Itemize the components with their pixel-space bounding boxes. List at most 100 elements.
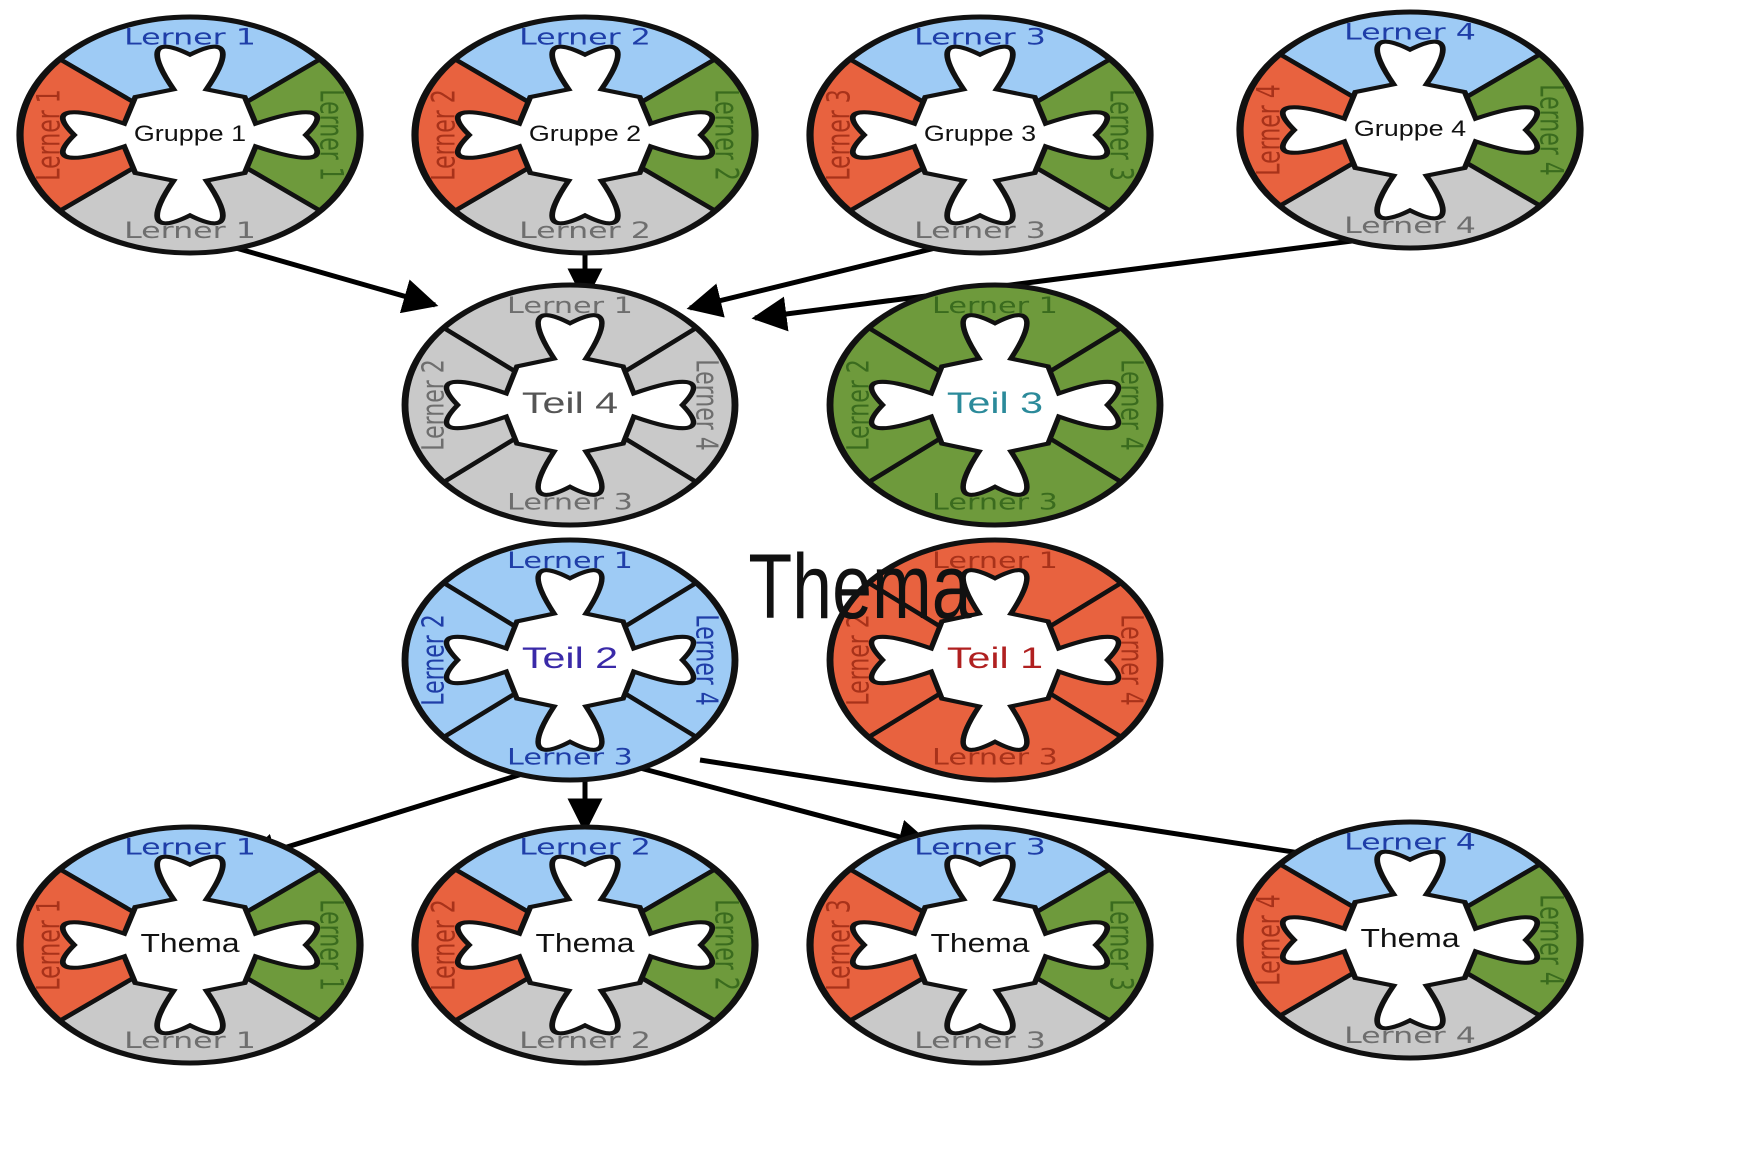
label-top: Lerner 2 [519,835,651,860]
label-right: Lerner 4 [1533,84,1569,176]
label-top: Lerner 1 [932,293,1058,319]
label-left: Lerner 4 [1251,84,1287,176]
center-label: Teil 2 [522,640,618,674]
center-label: Thema [1360,924,1460,953]
puzzle-center [868,313,1122,497]
part-circle-1: Lerner 1 Lerner 4 Lerner 3 Lerner 2 Teil 4 [401,282,739,528]
label-left: Lerner 4 [1251,894,1287,986]
circle-outline [826,282,1164,528]
puzzle-center [868,568,1122,752]
label-bottom: Lerner 4 [1344,1023,1476,1048]
label-bottom: Lerner 3 [914,1028,1046,1053]
puzzle-center [1279,39,1541,221]
label-top: Lerner 1 [932,548,1058,574]
label-top: Lerner 3 [914,25,1046,50]
expert-group-circle-1: Lerner 1 Lerner 1 Lerner 1 Lerner 1 Gruppe 1 [16,14,364,256]
label-top: Lerner 1 [124,835,256,860]
expert-group-circle-2: Lerner 2 Lerner 2 Lerner 2 Lerner 2 Gruppe 2 [411,14,759,256]
label-bottom: Lerner 4 [1344,213,1476,238]
label-right: Lerner 4 [1114,614,1149,706]
label-right: Lerner 4 [1533,894,1569,986]
label-right: Lerner 4 [689,359,724,451]
circle-outline [411,14,759,256]
circle-outline [1236,9,1584,251]
label-top: Lerner 2 [519,25,651,50]
home-group-circle-3: Lerner 3 Lerner 3 Lerner 3 Lerner 3 Thema [806,824,1154,1066]
label-left: Lerner 2 [416,359,451,451]
label-top: Lerner 1 [507,548,633,574]
arrow-teil2-thema3 [639,765,934,854]
circle-outline [411,824,759,1066]
label-right: Lerner 4 [689,614,724,706]
circle-outline [826,537,1164,783]
circle-outline [806,14,1154,256]
puzzle-center [59,44,321,226]
circles-layer: Lerner 1 Lerner 1 Lerner 1 Lerner 1 Gruppe 1… [16,9,1584,1066]
puzzle-center [454,854,716,1036]
expert-group-circle-4: Lerner 4 Lerner 4 Lerner 4 Lerner 4 Gruppe 4 [1236,9,1584,251]
center-label: Gruppe 1 [134,122,246,146]
arrow-gruppe1-teil4 [214,239,439,314]
center-label: Thema [140,929,240,958]
label-left: Lerner 1 [31,89,67,181]
label-left: Lerner 1 [31,899,67,991]
label-bottom: Lerner 2 [519,1028,651,1053]
label-bottom: Lerner 2 [519,218,651,243]
label-top: Lerner 1 [124,25,256,50]
label-bottom: Lerner 1 [124,1028,256,1053]
circle-outline [401,537,739,783]
label-top: Lerner 3 [914,835,1046,860]
puzzle-center [59,854,321,1036]
label-left: Lerner 2 [426,89,462,181]
label-bottom: Lerner 3 [507,490,633,516]
label-left: Lerner 3 [821,89,857,181]
part-circle-2: Lerner 1 Lerner 4 Lerner 3 Lerner 2 Teil 3 [826,282,1164,528]
arrow-gruppe4-teil4 [751,235,1376,332]
puzzle-center [443,568,697,752]
label-top: Lerner 4 [1344,20,1476,45]
circle-outline [401,282,739,528]
circle-outline [16,14,364,256]
circle-outline [806,824,1154,1066]
label-right: Lerner 1 [313,89,349,181]
thema-title: Thema [748,535,971,638]
puzzle-center [849,854,1111,1036]
label-bottom: Lerner 3 [507,745,633,771]
puzzle-center [849,44,1111,226]
arrow-teil2-thema1 [241,767,536,868]
home-group-circle-1: Lerner 1 Lerner 1 Lerner 1 Lerner 1 Thema [16,824,364,1066]
label-right: Lerner 2 [708,89,744,181]
center-label: Thema [930,929,1030,958]
label-left: Lerner 2 [426,899,462,991]
label-top: Lerner 4 [1344,830,1476,855]
label-left: Lerner 2 [841,359,876,451]
label-right: Lerner 3 [1103,899,1139,991]
puzzle-center [1279,849,1541,1031]
center-label: Gruppe 2 [529,122,641,146]
label-left: Lerner 3 [821,899,857,991]
center-label: Teil 1 [947,640,1043,674]
label-right: Lerner 3 [1103,89,1139,181]
label-top: Lerner 1 [507,293,633,319]
circle-outline [16,824,364,1066]
center-label: Teil 4 [522,385,618,419]
home-group-circle-4: Lerner 4 Lerner 4 Lerner 4 Lerner 4 Thema [1236,819,1584,1061]
label-right: Lerner 1 [313,899,349,991]
puzzle-center [454,44,716,226]
label-bottom: Lerner 3 [914,218,1046,243]
label-right: Lerner 4 [1114,359,1149,451]
center-label: Gruppe 4 [1354,117,1466,141]
label-right: Lerner 2 [708,899,744,991]
center-label: Teil 3 [947,385,1043,419]
label-bottom: Lerner 3 [932,745,1058,771]
label-bottom: Lerner 3 [932,490,1058,516]
center-label: Thema [535,929,635,958]
expert-group-circle-3: Lerner 3 Lerner 3 Lerner 3 Lerner 3 Gruppe 3 [806,14,1154,256]
center-label: Gruppe 3 [924,122,1036,146]
label-bottom: Lerner 1 [124,218,256,243]
arrow-gruppe3-teil4 [686,239,961,318]
arrow-teil2-thema4 [699,757,1349,873]
